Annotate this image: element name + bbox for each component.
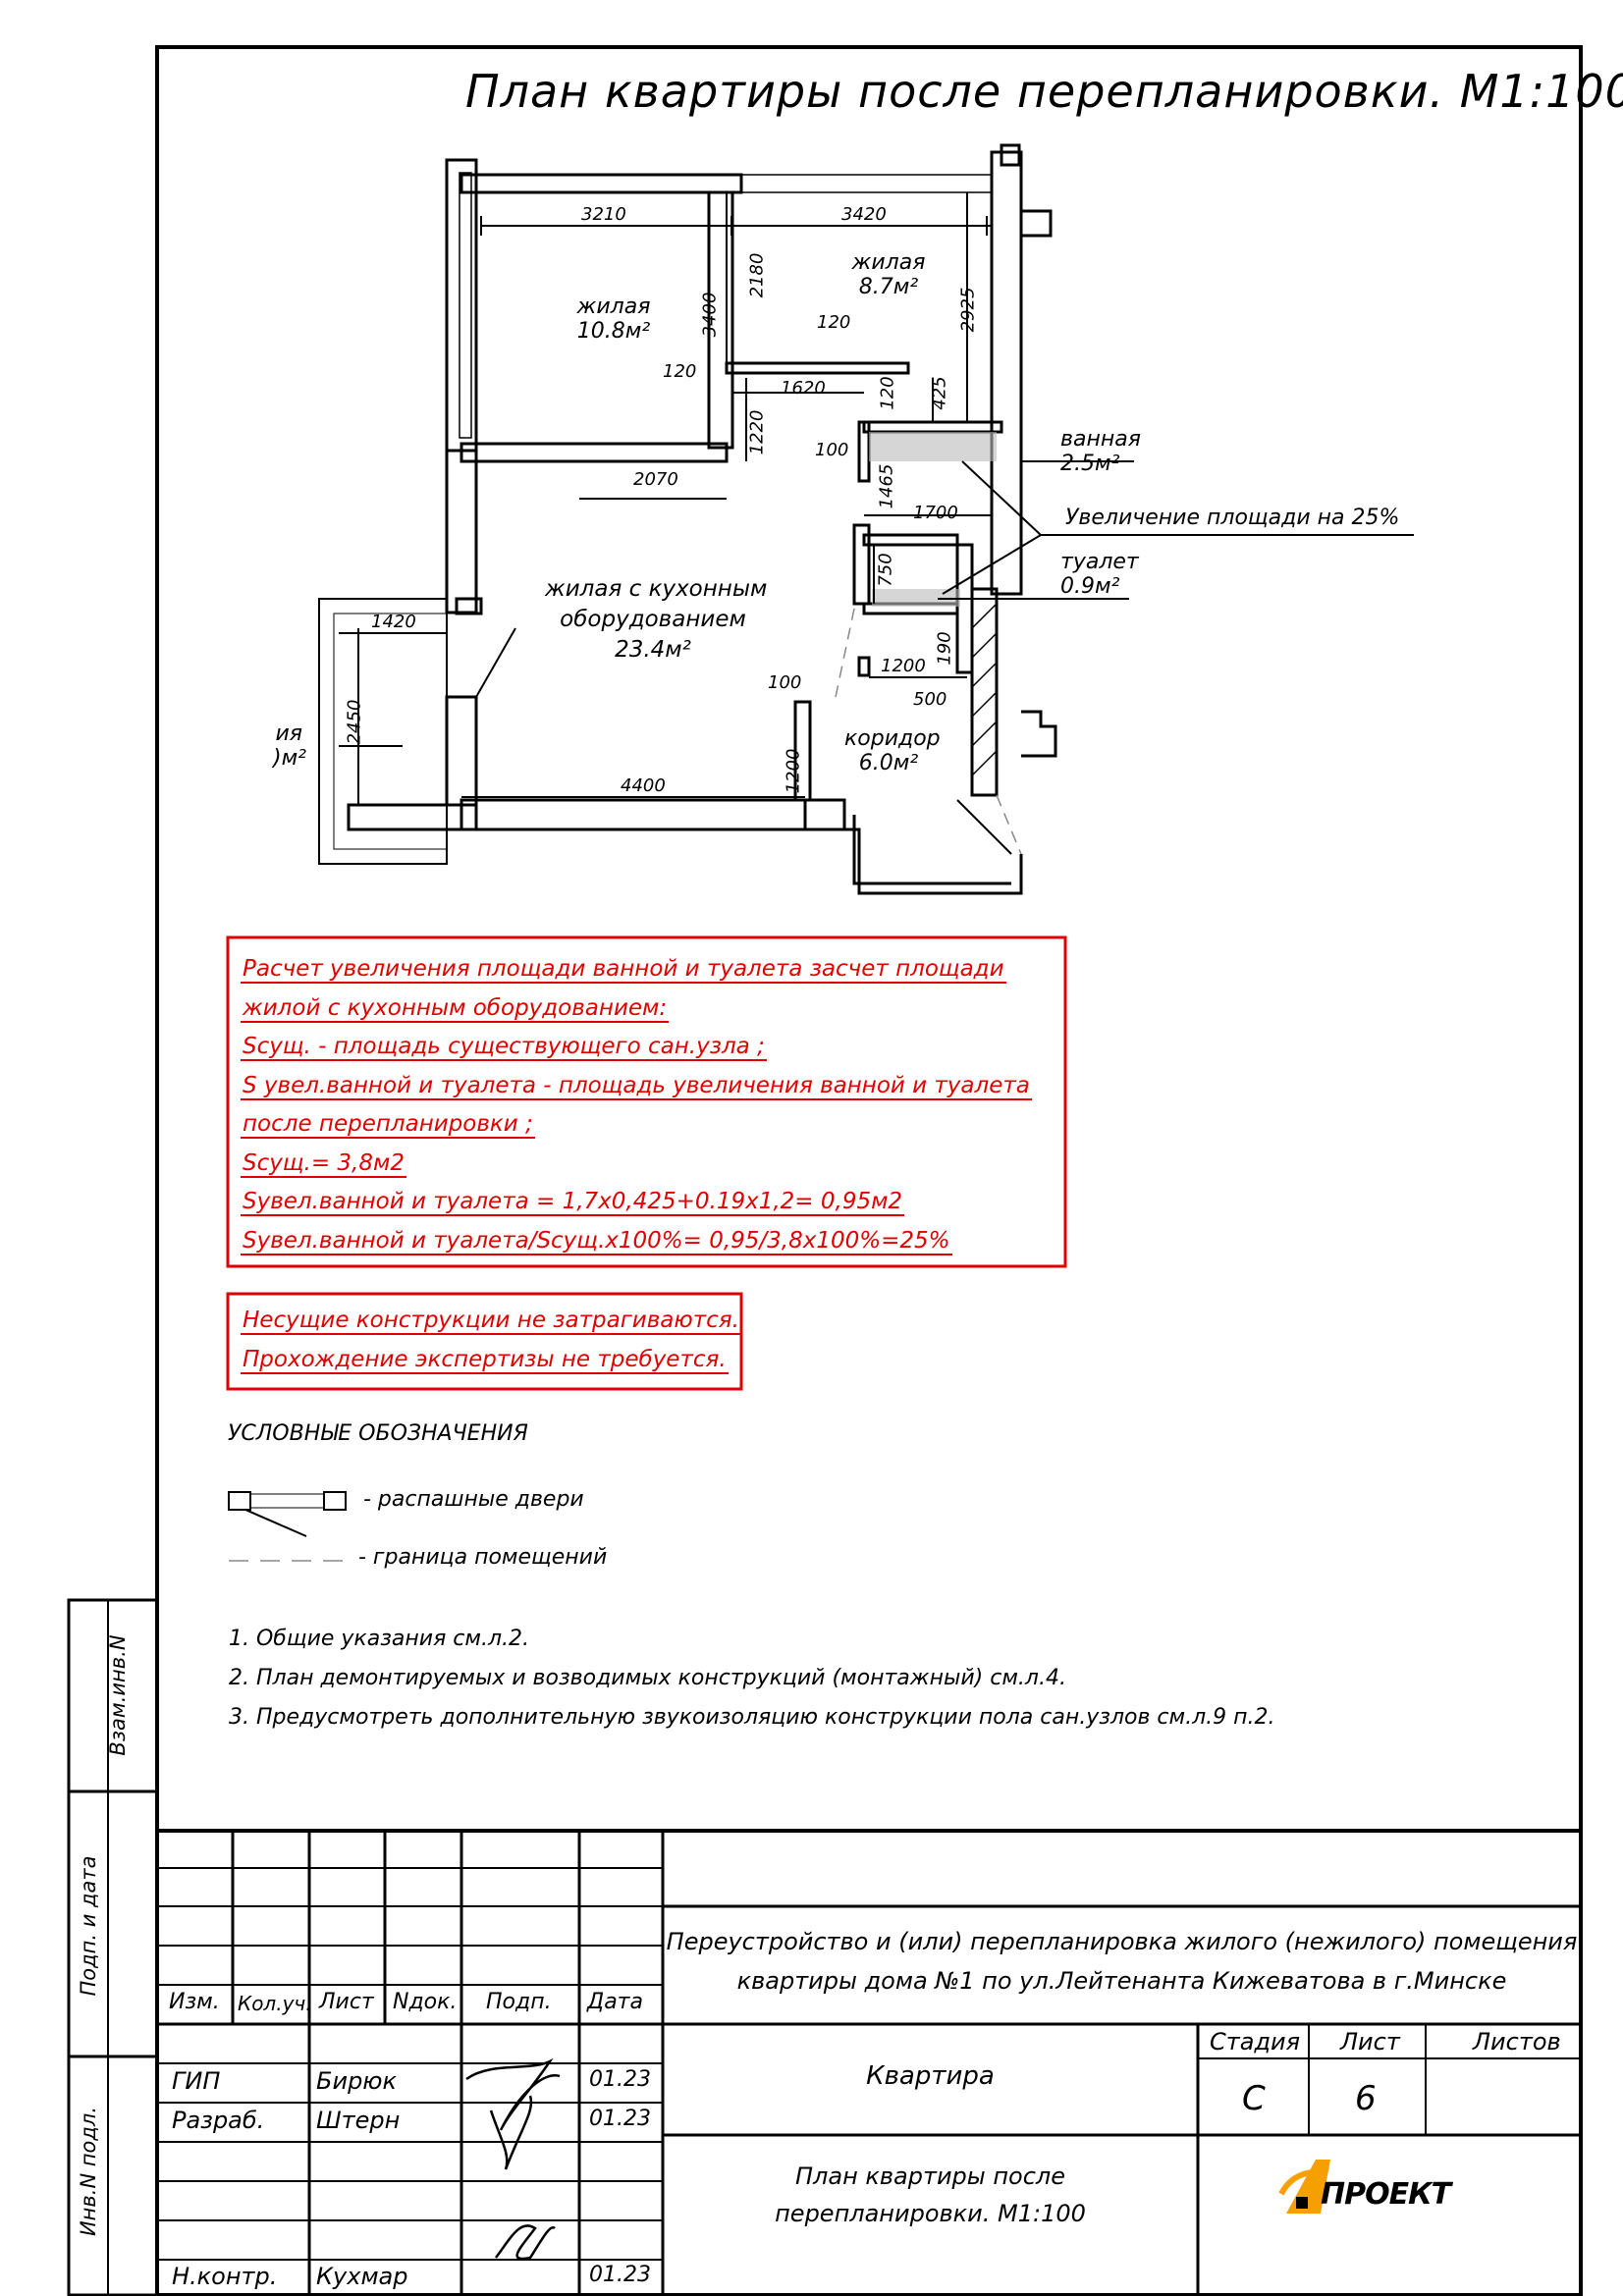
dim-label: 1200 — [783, 748, 804, 794]
tb-stage: С — [1242, 2079, 1266, 2118]
tb-date: 01.23 — [589, 2263, 651, 2287]
tb-header-izm: Изм. — [169, 1990, 220, 2014]
tb-sheet-label: Лист — [1340, 2028, 1400, 2056]
dim-label: 100 — [768, 672, 802, 693]
dim-label: 1420 — [371, 612, 416, 632]
note-box: Несущие конструкции не затрагиваются. Пр… — [241, 1301, 741, 1379]
tb-header-list: Лист — [319, 1990, 374, 2014]
dim-label: 750 — [875, 553, 896, 587]
room-label: ия)м² — [273, 721, 306, 771]
dim-label: 120 — [663, 361, 697, 382]
tb-name: Штерн — [316, 2107, 401, 2134]
dim-label: 190 — [934, 631, 955, 666]
legend-heading: УСЛОВНЫЕ ОБОЗНАЧЕНИЯ — [228, 1421, 528, 1446]
calc-line: Sсущ.= 3,8м2 — [241, 1150, 406, 1178]
note-item: 3. Предусмотреть дополнительную звукоизо… — [229, 1705, 1275, 1730]
dim-label: 2450 — [344, 699, 365, 745]
tb-sheets-label: Листов — [1473, 2028, 1561, 2056]
calc-line: Sувел.ванной и туалета = 1,7х0,425+0.19х… — [241, 1189, 905, 1217]
calc-box: Расчет увеличения площади ванной и туале… — [241, 950, 1032, 1260]
page-title: План квартиры после перепланировки. М1:1… — [465, 65, 1623, 118]
calc-line: S увел.ванной и туалета - площадь увелич… — [241, 1073, 1032, 1100]
increase-note: Увеличение площади на 25% — [1065, 506, 1400, 530]
dim-label: 120 — [817, 312, 851, 333]
dim-label: 2925 — [957, 287, 979, 333]
dim-label: 1220 — [746, 409, 768, 455]
tb-date: 01.23 — [589, 2067, 651, 2092]
tb-stage-label: Стадия — [1210, 2028, 1301, 2056]
legend-boundary: - граница помещений — [358, 1545, 608, 1570]
tb-header-podp: Подп. — [486, 1990, 552, 2014]
calc-line: Расчет увеличения площади ванной и туале… — [241, 956, 1006, 985]
dim-label: 500 — [913, 689, 947, 710]
dim-label: 100 — [815, 440, 849, 460]
tb-object: Квартира — [866, 2061, 995, 2091]
dim-label: 3420 — [841, 204, 887, 225]
note-line: Несущие конструкции не затрагиваются. — [241, 1308, 741, 1336]
dim-label: 1200 — [881, 656, 926, 676]
tb-header-kolych: Кол.уч. — [238, 1992, 312, 2015]
dim-label: 2180 — [746, 252, 768, 298]
dim-label: 120 — [877, 376, 898, 410]
tb-role: Разраб. — [172, 2107, 265, 2134]
dim-label: 2070 — [633, 469, 678, 490]
calc-line: Sсущ. - площадь существующего сан.узла ; — [241, 1034, 767, 1062]
note-item: 1. Общие указания см.л.2. — [229, 1627, 530, 1651]
dim-label: 3400 — [699, 292, 721, 338]
legend-doors: - распашные двери — [363, 1487, 584, 1512]
side-stamp-vzam: Взам.инв.N — [106, 1634, 130, 1756]
side-stamp-podp: Подп. и дата — [77, 1855, 100, 1997]
calc-line: Sувел.ванной и туалета/Sсущ.х100%= 0,95/… — [241, 1228, 952, 1255]
dim-label: 3210 — [581, 204, 626, 225]
tb-role: Н.контр. — [172, 2263, 278, 2290]
tb-project: Переустройство и (или) перепланировка жи… — [666, 1928, 1578, 1995]
note-line: Прохождение экспертизы не требуется. — [241, 1347, 729, 1375]
tb-header-date: Дата — [587, 1990, 643, 2014]
side-stamp-inv: Инв.N подл. — [77, 2106, 100, 2237]
general-notes: 1. Общие указания см.л.2. 2. План демонт… — [229, 1620, 1275, 1737]
calc-line: жилой с кухонным оборудованием: — [241, 995, 670, 1023]
dim-label: 1700 — [913, 503, 958, 523]
logo-text: ПРОЕКТ — [1321, 2177, 1451, 2212]
tb-name: Кухмар — [316, 2263, 408, 2290]
tb-sheet-title: План квартиры после перепланировки. М1:1… — [775, 2163, 1086, 2227]
note-item: 2. План демонтируемых и возводимых конст… — [229, 1666, 1066, 1690]
tb-header-ndok: Nдок. — [393, 1990, 458, 2014]
tb-date: 01.23 — [589, 2107, 651, 2131]
tb-role: ГИП — [172, 2067, 221, 2095]
dim-label: 1620 — [781, 378, 826, 399]
dim-label: 4400 — [621, 775, 666, 796]
tb-sheet: 6 — [1355, 2079, 1377, 2118]
calc-line: после перепланировки ; — [241, 1111, 535, 1140]
dim-label: 1465 — [876, 463, 897, 509]
tb-name: Бирюк — [316, 2067, 397, 2095]
dim-label: 425 — [929, 376, 950, 410]
company-logo: ПРОЕКТ — [1321, 2177, 1451, 2212]
